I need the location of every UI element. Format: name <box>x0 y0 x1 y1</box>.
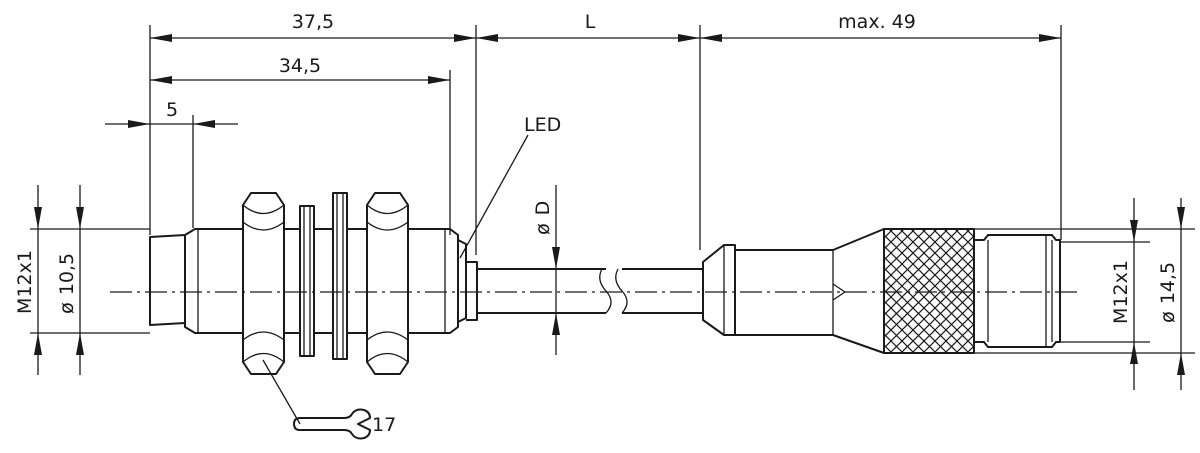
diameter-symbol-left: ø <box>56 302 78 314</box>
dimension-lines-top <box>105 25 1062 255</box>
wrench-callout <box>262 359 371 440</box>
dia-14-5-label: 14,5 <box>1157 262 1179 304</box>
diameter-symbol-D: ø <box>532 223 554 235</box>
wrench-size-label: 17 <box>372 414 396 436</box>
nut-right <box>366 192 409 375</box>
diameter-symbol-right: ø <box>1157 311 1179 323</box>
dim-dia-D <box>552 185 560 355</box>
dia-10-5-label: 10,5 <box>56 253 78 295</box>
wrench-icon <box>293 408 371 440</box>
nut-left <box>242 192 285 375</box>
cable <box>477 268 703 314</box>
dim-text-max49: max. 49 <box>838 11 916 33</box>
thread-right-label: M12x1 <box>1110 260 1132 324</box>
washers <box>299 192 348 360</box>
connector <box>702 228 1061 354</box>
led-leader <box>459 134 529 259</box>
led-label: LED <box>524 114 561 136</box>
dim-text-37-5: 37,5 <box>292 11 334 33</box>
dimension-lines-right <box>974 198 1195 390</box>
dim-text-34-5: 34,5 <box>279 55 321 77</box>
dimension-lines-left <box>30 185 150 375</box>
dim-text-5: 5 <box>166 99 178 121</box>
dim-text-L: L <box>585 11 596 33</box>
thread-left-label: M12x1 <box>14 250 36 314</box>
dia-D-label: D <box>532 201 554 216</box>
